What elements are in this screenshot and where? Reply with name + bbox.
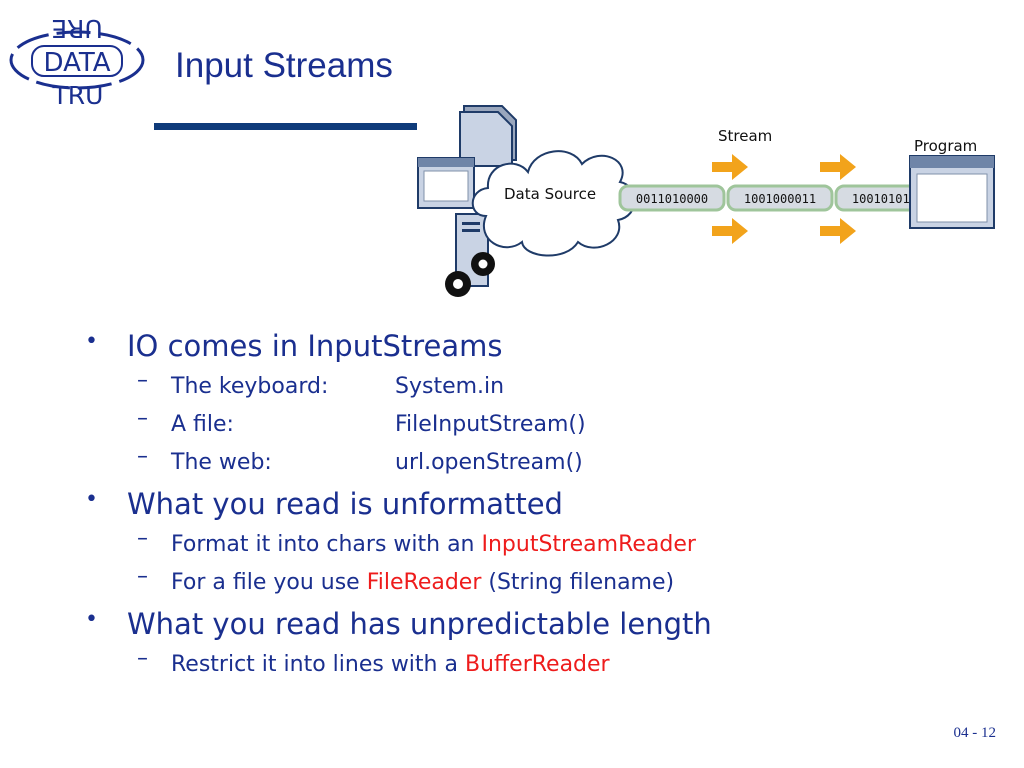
sub-bullet-dash: –	[137, 444, 148, 469]
class-name-highlight: BufferReader	[464, 652, 610, 677]
slide-title: Input Streams	[175, 46, 393, 85]
bullet-item: • IO comes in InputStreams	[85, 327, 985, 366]
bullet-text: IO comes in InputStreams	[127, 329, 503, 363]
bit-chunk-text: 1001010101	[852, 192, 924, 206]
sub-bullet-item: – For a file you use FileReader (String …	[85, 564, 985, 602]
bullet-dot: •	[85, 329, 98, 354]
sub-bullet-dash: –	[137, 526, 148, 551]
sub-bullet-item: – The web: url.openStream()	[85, 444, 985, 482]
data-source-label: Data Source	[504, 185, 596, 203]
sub-bullet-dash: –	[137, 368, 148, 393]
sub-bullet-item: – A file: FileInputStream()	[85, 406, 985, 444]
window-icon	[417, 157, 475, 209]
bullet-item: • What you read is unformatted	[85, 485, 985, 524]
sub-bullet-dash: –	[137, 564, 148, 589]
sub-bullet-label: The keyboard:	[171, 374, 329, 399]
input-stream-diagram: Data Source Stream Program 0011010000 10…	[417, 105, 995, 297]
bullet-dot: •	[85, 487, 98, 512]
data-truth-logo: URE DATA TRU	[9, 14, 145, 108]
sub-bullet-text: For a file you use	[171, 570, 367, 595]
sub-bullet-text-after: (String filename)	[481, 570, 675, 595]
sub-bullet-value: url.openStream()	[395, 450, 583, 475]
logo-top-text: URE	[51, 14, 102, 43]
sub-bullet-dash: –	[137, 646, 148, 671]
bullet-item: • What you read has unpredictable length	[85, 605, 985, 644]
sub-bullet-dash: –	[137, 406, 148, 431]
bullet-dot: •	[85, 607, 98, 632]
program-label: Program	[914, 137, 977, 155]
sub-bullet-text: Restrict it into lines with a	[171, 652, 465, 677]
page-number: 04 - 12	[953, 725, 997, 741]
sub-bullet-item: – The keyboard: System.in	[85, 368, 985, 406]
gear-icon	[445, 252, 495, 297]
class-name-highlight: FileReader	[366, 570, 482, 595]
stream-label: Stream	[718, 127, 772, 145]
arrow-icon	[712, 154, 856, 244]
document-icon	[459, 105, 517, 167]
bit-chunk-text: 1001000011	[744, 192, 816, 206]
sub-bullet-label: A file:	[171, 412, 234, 437]
bit-chunk-text: 0011010000	[636, 192, 708, 206]
sub-bullet-item: – Format it into chars with an InputStre…	[85, 526, 985, 564]
class-name-highlight: InputStreamReader	[481, 532, 696, 557]
bit-chunk: 1001000011	[726, 184, 834, 212]
bit-chunk: 0011010000	[618, 184, 726, 212]
sub-bullet-item: – Restrict it into lines with a BufferRe…	[85, 646, 985, 684]
bullet-text: What you read is unformatted	[127, 487, 563, 521]
program-window-icon	[909, 155, 995, 229]
title-underline	[154, 123, 417, 130]
bullet-text: What you read has unpredictable length	[127, 607, 712, 641]
sub-bullet-text: Format it into chars with an	[171, 532, 482, 557]
sub-bullet-label: The web:	[171, 450, 272, 475]
logo-bottom-text: TRU	[52, 81, 104, 108]
sub-bullet-value: System.in	[395, 374, 505, 399]
bullet-list: • IO comes in InputStreams – The keyboar…	[85, 327, 985, 684]
sub-bullet-value: FileInputStream()	[395, 412, 586, 437]
logo-center-text: DATA	[44, 48, 111, 78]
cloud-icon	[471, 150, 636, 257]
